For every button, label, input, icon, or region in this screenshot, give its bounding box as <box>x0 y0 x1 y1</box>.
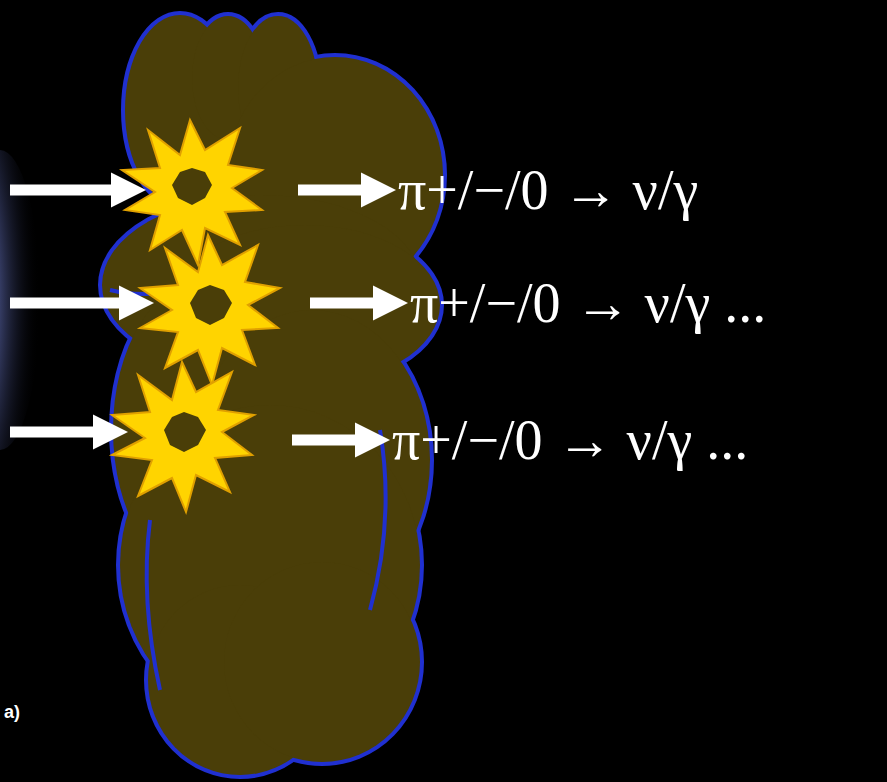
reaction-label: π+/−/0 → ν/γ <box>398 162 698 218</box>
collision-star <box>140 235 280 385</box>
cloud-seam <box>370 430 386 610</box>
collision-star <box>112 362 254 512</box>
reaction-label: π+/−/0 → ν/γ ... <box>392 412 748 468</box>
reaction-label: π+/−/0 → ν/γ ... <box>410 275 766 331</box>
incoming-arrow <box>10 298 126 309</box>
outgoing-arrow <box>292 435 362 446</box>
cloud-outline <box>102 15 443 775</box>
outgoing-arrow <box>298 185 368 196</box>
cloud <box>102 15 443 775</box>
cloud-seam <box>147 520 160 690</box>
collision-star <box>122 120 262 265</box>
incoming-arrow <box>10 185 118 196</box>
outgoing-arrow <box>310 298 380 309</box>
incoming-arrow <box>10 427 100 438</box>
panel-letter: a) <box>4 703 20 721</box>
